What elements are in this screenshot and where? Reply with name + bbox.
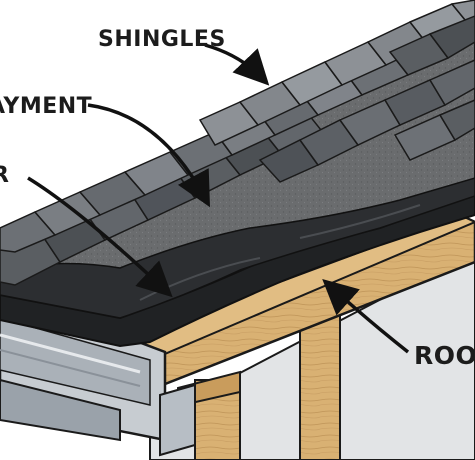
callout-arrows — [27, 43, 410, 354]
shingles-label: SHINGLES — [98, 27, 226, 52]
roof-label: ROOF — [414, 341, 475, 370]
gutter — [0, 298, 196, 457]
curved-arrow-icon — [322, 278, 410, 354]
curved-arrow-icon — [27, 176, 173, 298]
shingle-courses — [0, 0, 475, 286]
curved-arrow-icon — [204, 43, 270, 86]
curved-arrow-icon — [87, 103, 211, 208]
ice-water-barrier-layer — [0, 177, 475, 348]
barrier-label: R — [0, 163, 10, 188]
underlayment-label: AYMENT — [0, 94, 93, 119]
